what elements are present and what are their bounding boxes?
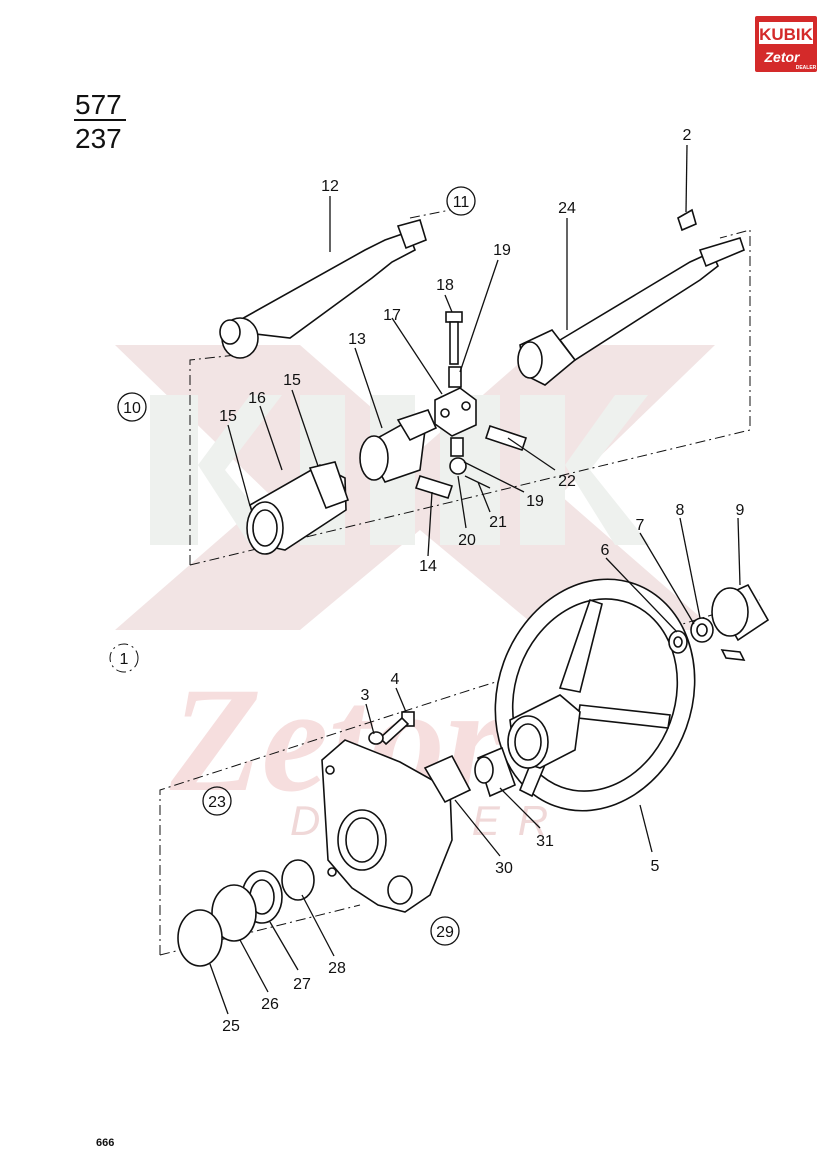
part-label: 2 [683, 127, 692, 144]
washer-6 [668, 630, 688, 654]
steering-shaft-12 [219, 219, 427, 359]
part-label: 18 [436, 277, 454, 294]
part-label: 25 [222, 1018, 240, 1035]
yoke-13 [359, 409, 438, 483]
group-label: 23 [208, 794, 226, 811]
part-label: 12 [321, 178, 339, 195]
housing-30 [321, 739, 472, 913]
part-label: 6 [601, 542, 610, 559]
part-label: 22 [558, 473, 576, 490]
part-label: 24 [558, 200, 576, 217]
brand-logo: KUBIK Zetor DEALER [755, 16, 817, 72]
part-label: 17 [383, 307, 401, 324]
part-label: 3 [361, 687, 370, 704]
bolt-4 [378, 711, 415, 746]
bolt-18 [445, 311, 463, 365]
part-label: 30 [495, 860, 513, 877]
page-number: 666 [96, 1137, 114, 1149]
bushing-31 [474, 746, 517, 798]
brand-name: KUBIK [759, 25, 814, 44]
circlip-28 [281, 859, 315, 901]
part-label: 28 [328, 960, 346, 977]
page-code-bottom: 237 [75, 123, 122, 154]
nut-8 [690, 617, 714, 643]
washer-3 [368, 731, 384, 745]
part-label: 15 [283, 372, 301, 389]
circlip-25 [177, 909, 223, 967]
cross-joint-17 [434, 366, 477, 457]
brand-sub: Zetor [764, 49, 802, 65]
pin-14 [414, 475, 454, 499]
split-pin-21 [464, 475, 491, 489]
part-label: 21 [489, 514, 507, 531]
nut-20 [449, 457, 467, 475]
part-label: 31 [536, 833, 554, 850]
part-label: 15 [219, 408, 237, 425]
cap-9 [711, 583, 770, 642]
part-label: 27 [293, 976, 311, 993]
group-label: 10 [123, 400, 141, 417]
rubber-sleeve-16 [246, 461, 350, 555]
page-code: 577 237 [74, 89, 126, 154]
upper-shaft-24 [517, 237, 745, 386]
part-label: 16 [248, 390, 266, 407]
part-label: 19 [493, 242, 511, 259]
part-labels: 2 24 12 19 18 17 13 15 16 15 22 19 21 20… [219, 127, 744, 1035]
group-label: 1 [120, 651, 129, 668]
part-label: 14 [419, 558, 437, 575]
part-label: 20 [458, 532, 476, 549]
group-label: 11 [453, 194, 470, 211]
steering-wheel-5 [494, 578, 696, 812]
part-label: 8 [676, 502, 685, 519]
part-label: 7 [636, 517, 645, 534]
part-label: 4 [391, 671, 400, 688]
ring-26 [211, 884, 257, 942]
page-code-top: 577 [75, 89, 122, 120]
part-label: 9 [736, 502, 745, 519]
part-label: 5 [651, 858, 660, 875]
group-labels: 11 10 1 23 29 [109, 186, 476, 946]
split-pin-2 [677, 208, 697, 232]
brand-dealer: DEALER [796, 65, 817, 71]
part-label: 19 [526, 493, 544, 510]
part-label: 26 [261, 996, 279, 1013]
assembly-outline-upper [189, 209, 751, 566]
leader-lines [209, 144, 741, 1015]
part-label: 13 [348, 331, 366, 348]
group-label: 29 [436, 924, 454, 941]
pin-7 [720, 649, 746, 661]
